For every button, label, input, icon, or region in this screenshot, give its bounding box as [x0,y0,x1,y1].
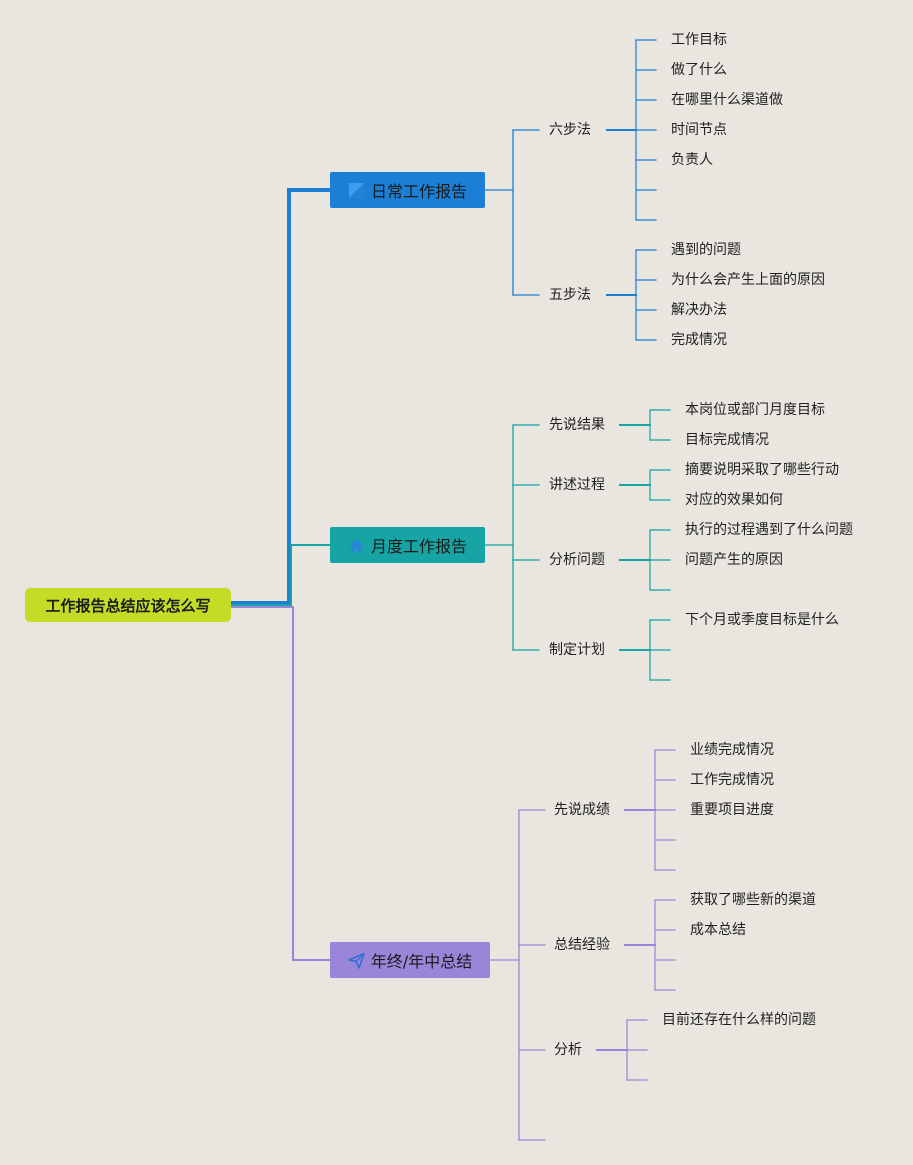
leaf-node-0-1-0[interactable]: 遇到的问题 [671,242,741,258]
paper-plane-icon [348,952,365,969]
branch-annual-label: 年终/年中总结 [370,952,473,971]
root-node[interactable]: 工作报告总结应该怎么写 [25,588,231,622]
leaf-node-1-2-1[interactable]: 问题产生的原因 [685,552,783,568]
sub-node-0-0[interactable]: 六步法 [549,122,591,138]
sub-node-2-1[interactable]: 总结经验 [554,937,610,953]
root-label: 工作报告总结应该怎么写 [45,596,211,615]
leaf-node-2-0-2[interactable]: 重要项目进度 [690,802,774,818]
leaf-node-0-0-3[interactable]: 时间节点 [671,122,727,138]
leaf-node-1-0-0[interactable]: 本岗位或部门月度目标 [685,402,825,418]
sub-node-1-3[interactable]: 制定计划 [549,642,605,658]
leaf-node-0-1-3[interactable]: 完成情况 [671,332,727,348]
leaf-node-0-1-1[interactable]: 为什么会产生上面的原因 [671,272,825,288]
branch-daily-report[interactable]: 日常工作报告 [330,172,485,208]
flag-icon [348,182,365,199]
leaf-node-2-1-1[interactable]: 成本总结 [690,922,746,938]
leaf-node-2-1-0[interactable]: 获取了哪些新的渠道 [690,892,816,908]
leaf-node-0-1-2[interactable]: 解决办法 [671,302,727,318]
sub-node-2-2[interactable]: 分析 [554,1042,582,1058]
leaf-node-2-0-0[interactable]: 业绩完成情况 [690,742,774,758]
sub-node-1-1[interactable]: 讲述过程 [549,477,605,493]
sub-node-1-2[interactable]: 分析问题 [549,552,605,568]
root-connector-0 [231,188,330,605]
sub-node-0-1[interactable]: 五步法 [549,287,591,303]
leaf-node-0-0-4[interactable]: 负责人 [671,152,713,168]
home-icon [348,537,365,554]
sub-node-1-0[interactable]: 先说结果 [549,417,605,433]
branch-monthly-label: 月度工作报告 [370,537,467,556]
leaf-node-1-1-1[interactable]: 对应的效果如何 [685,492,783,508]
leaf-node-1-1-0[interactable]: 摘要说明采取了哪些行动 [685,462,839,478]
leaf-node-1-3-0[interactable]: 下个月或季度目标是什么 [685,612,839,628]
leaf-node-1-2-0[interactable]: 执行的过程遇到了什么问题 [685,522,853,538]
root-connector-2 [231,606,330,961]
leaf-node-0-0-0[interactable]: 工作目标 [671,32,727,48]
leaf-node-2-0-1[interactable]: 工作完成情况 [690,772,774,788]
branch-monthly-report[interactable]: 月度工作报告 [330,527,485,563]
branch-daily-label: 日常工作报告 [370,182,467,201]
branch-annual-summary[interactable]: 年终/年中总结 [330,942,490,978]
leaf-node-0-0-2[interactable]: 在哪里什么渠道做 [671,92,783,108]
leaf-node-2-2-0[interactable]: 目前还存在什么样的问题 [662,1012,816,1028]
root-connector-1 [231,544,330,606]
leaf-node-1-0-1[interactable]: 目标完成情况 [685,432,769,448]
sub-node-2-0[interactable]: 先说成绩 [554,802,610,818]
leaf-node-0-0-1[interactable]: 做了什么 [671,62,727,78]
